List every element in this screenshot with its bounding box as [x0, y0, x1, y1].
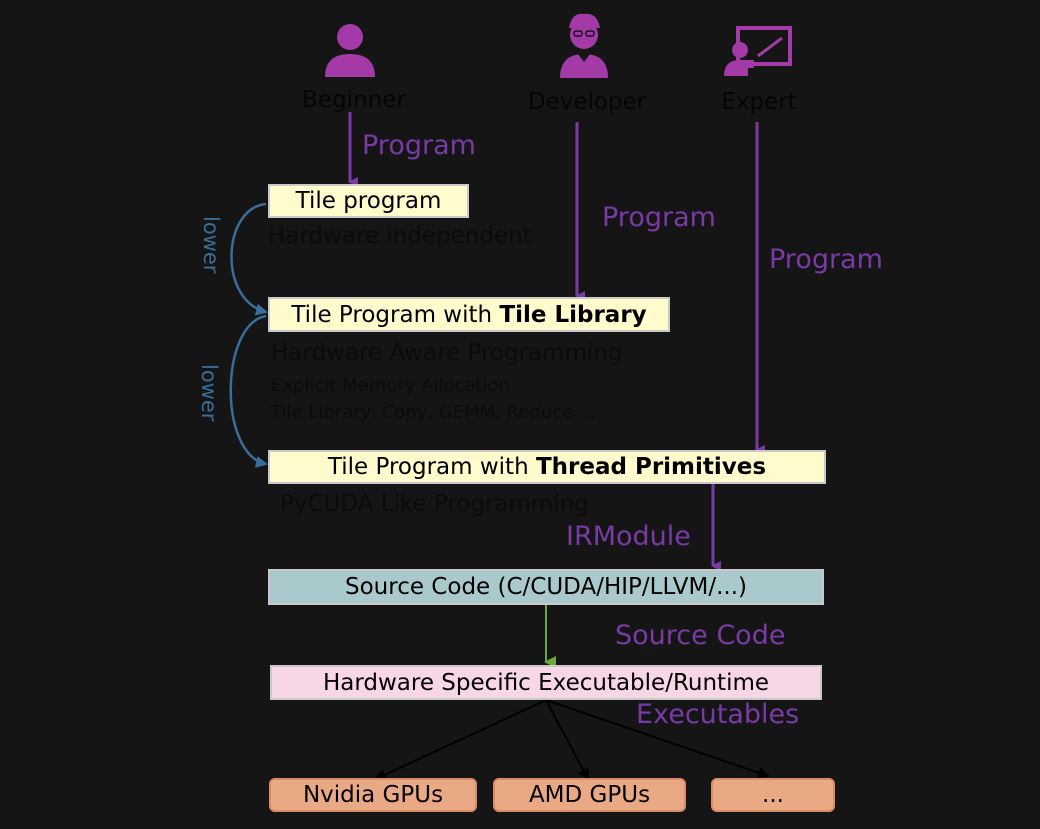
presenter-board-icon	[724, 26, 792, 76]
pycuda-note: PyCUDA Like Programming	[280, 491, 589, 517]
nvidia-gpus-box: Nvidia GPUs	[269, 778, 477, 812]
tile-library-ops-note: Tile Library: Copy, GEMM, Reduce ...	[271, 402, 597, 423]
source-code-box: Source Code (C/CUDA/HIP/LLVM/...)	[268, 569, 824, 605]
source-code-label: Source Code	[615, 620, 786, 651]
developer-person-icon	[560, 13, 608, 78]
expert-program-label: Program	[769, 244, 883, 275]
executable-to-nvidia-arrow	[374, 699, 547, 781]
thread-primitives-prefix: Tile Program with	[327, 454, 536, 480]
tile-program-text: Tile program	[295, 188, 442, 214]
executable-text: Hardware Specific Executable/Runtime	[322, 669, 770, 696]
lower-label-2: lower	[197, 364, 221, 422]
executables-label: Executables	[636, 699, 800, 730]
thread-primitives-box: Tile Program with Thread Primitives	[268, 450, 826, 484]
explicit-memory-note: Explicit Memory Allocation	[271, 375, 510, 396]
tile-library-bold: Tile Library	[499, 301, 647, 328]
lower-label-1: lower	[199, 216, 223, 274]
amd-gpus-text: AMD GPUs	[528, 782, 651, 808]
tile-library-box: Tile Program with Tile Library	[268, 297, 670, 332]
lower-arrow-2	[229, 314, 268, 468]
amd-gpus-box: AMD GPUs	[493, 778, 686, 812]
tile-library-prefix: Tile Program with	[291, 301, 500, 328]
more-targets-box: ...	[711, 778, 835, 812]
hardware-independent-note: Hardware independent	[268, 223, 532, 249]
executable-to-more-arrow	[545, 699, 770, 779]
source-code-text: Source Code (C/CUDA/HIP/LLVM/...)	[345, 574, 747, 600]
tile-program-box: Tile program	[268, 184, 469, 218]
thread-primitives-bold: Thread Primitives	[535, 454, 767, 480]
executable-box: Hardware Specific Executable/Runtime	[270, 665, 822, 700]
role-expert-label: Expert	[721, 89, 797, 115]
person-icon	[325, 24, 375, 77]
more-targets-text: ...	[762, 782, 784, 808]
role-beginner-label: Beginner	[302, 87, 406, 113]
executable-to-amd-arrow	[545, 699, 589, 781]
developer-program-label: Program	[602, 202, 716, 233]
role-developer-label: Developer	[527, 89, 647, 115]
irmodule-label: IRModule	[566, 521, 691, 552]
hardware-aware-note: Hardware Aware Programming	[271, 340, 623, 366]
nvidia-gpus-text: Nvidia GPUs	[302, 782, 444, 808]
beginner-program-label: Program	[362, 130, 476, 161]
lower-arrow-1	[230, 202, 268, 316]
